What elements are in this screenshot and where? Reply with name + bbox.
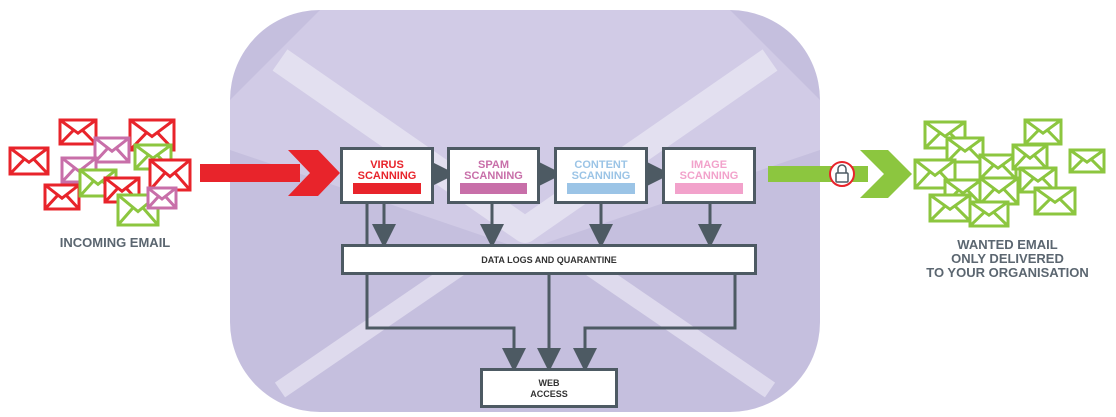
envelope-icon bbox=[148, 158, 192, 192]
stage-image-scanning: IMAGE SCANNING bbox=[662, 147, 756, 204]
wanted-email-label: WANTED EMAIL ONLY DELIVERED TO YOUR ORGA… bbox=[905, 238, 1110, 280]
envelope-right-fold bbox=[574, 252, 776, 398]
stage-content-scanning: CONTENT SCANNING bbox=[554, 147, 648, 204]
web-access-line2: ACCESS bbox=[530, 389, 568, 399]
stage-label-line2: SCANNING bbox=[357, 170, 417, 182]
outgoing-emails-cluster bbox=[913, 118, 1106, 228]
incoming-emails-cluster bbox=[8, 118, 192, 227]
wanted-email-line3: TO YOUR ORGANISATION bbox=[926, 265, 1089, 280]
lock-icon bbox=[829, 161, 855, 187]
arrow-down-icon bbox=[365, 275, 526, 372]
data-logs-label: DATA LOGS AND QUARANTINE bbox=[481, 255, 617, 265]
data-logs-quarantine-box: DATA LOGS AND QUARANTINE bbox=[341, 244, 757, 275]
wanted-email-line1: WANTED EMAIL bbox=[957, 237, 1058, 252]
stage-label-line2: SCANNING bbox=[464, 170, 523, 182]
stage-label-line2: SCANNING bbox=[571, 170, 631, 182]
envelope-icon bbox=[146, 186, 178, 210]
stage-color-bar bbox=[675, 183, 743, 194]
envelope-icon bbox=[1068, 148, 1106, 174]
stage-label-line1: IMAGE bbox=[690, 159, 728, 171]
arrow-down-icon bbox=[573, 275, 737, 372]
stage-color-bar bbox=[353, 183, 421, 194]
envelope-icon bbox=[968, 200, 1010, 228]
stage-virus-scanning: VIRUS SCANNING bbox=[340, 147, 434, 204]
stage-spam-scanning: SPAM SCANNING bbox=[447, 147, 540, 204]
envelope-icon bbox=[93, 136, 131, 164]
web-access-box: WEB ACCESS bbox=[480, 368, 618, 408]
envelope-icon bbox=[8, 146, 50, 176]
stage-label-line2: SCANNING bbox=[679, 170, 739, 182]
web-access-line1: WEB bbox=[538, 378, 560, 388]
stage-label-line1: VIRUS bbox=[370, 159, 404, 171]
arrow-right-icon bbox=[200, 150, 340, 196]
stage-color-bar bbox=[567, 183, 635, 194]
envelope-left-fold bbox=[274, 252, 476, 398]
stage-label-line1: CONTENT bbox=[574, 159, 628, 171]
stage-color-bar bbox=[460, 183, 527, 194]
envelope-icon bbox=[1033, 186, 1077, 216]
incoming-email-label: INCOMING EMAIL bbox=[59, 235, 171, 250]
stage-label-line1: SPAM bbox=[478, 159, 509, 171]
envelope-flap-line bbox=[272, 49, 778, 243]
wanted-email-line2: ONLY DELIVERED bbox=[951, 251, 1064, 266]
